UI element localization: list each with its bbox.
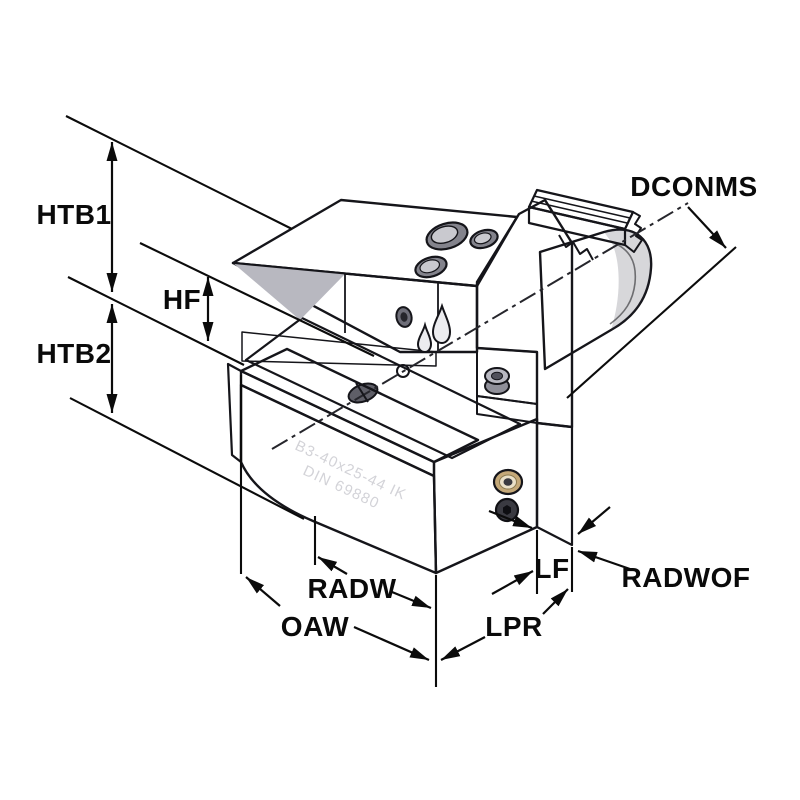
- notch-floor: [476, 395, 538, 424]
- dimension-label-radw: RADW: [307, 573, 396, 604]
- dimension-label-radwof: RADWOF: [622, 562, 751, 593]
- serration-teeth: [558, 234, 594, 261]
- serrated-plate: [527, 188, 643, 253]
- coolant-drop-icons: [416, 302, 452, 354]
- extension-line-bottom: [69, 397, 305, 520]
- extension-line-mid: [67, 276, 245, 366]
- dimension-arrow-lf-right: [577, 506, 611, 535]
- dimension-annotations: HTB1 HTB2 HF DCONMS RADW OAW LF LPR RADW…: [36, 115, 757, 687]
- left-end-face: [226, 362, 243, 464]
- slot-shadow: [241, 331, 437, 367]
- dimension-arrow-lpr-right: [542, 588, 569, 615]
- center-line: [271, 202, 689, 450]
- mounting-holes: [414, 221, 499, 279]
- front-face: [239, 383, 438, 575]
- leader-arrow-dconms: [687, 206, 727, 249]
- dimension-arrow-radw-right: [391, 590, 432, 610]
- dimension-label-lpr: LPR: [485, 611, 543, 642]
- dimension-label-lf: LF: [534, 553, 569, 584]
- dimension-label-htb2: HTB2: [36, 338, 111, 369]
- lower-block: B3-40x25-44 IK DIN 69880: [226, 347, 574, 575]
- dimension-label-dconms: DCONMS: [630, 171, 757, 202]
- dimension-arrow-lpr-left: [440, 636, 486, 661]
- dimension-label-oaw: OAW: [281, 611, 349, 642]
- cylindrical-shank: [538, 228, 653, 371]
- dimension-label-htb1: HTB1: [36, 199, 111, 230]
- head-block: [231, 198, 519, 354]
- dimension-label-hf: HF: [163, 284, 201, 315]
- dimension-arrow-oaw-right: [353, 625, 430, 662]
- coolant-exit-hole: [395, 306, 413, 328]
- dimension-arrow-lf-left: [491, 570, 534, 595]
- right-face: [432, 417, 539, 575]
- leader-arrow-corner: [488, 509, 533, 530]
- right-back-strip: [535, 421, 574, 547]
- dimension-arrow-radw-left: [317, 556, 348, 575]
- leader-arrow-radwof: [577, 549, 631, 571]
- coolant-port: [492, 468, 524, 496]
- clamp-stud-screw: [484, 367, 510, 395]
- extension-line-hf: [139, 242, 375, 357]
- dimension-arrow-oaw-left: [245, 576, 281, 607]
- extension-line-shank: [566, 246, 737, 399]
- extension-line-top: [65, 115, 293, 230]
